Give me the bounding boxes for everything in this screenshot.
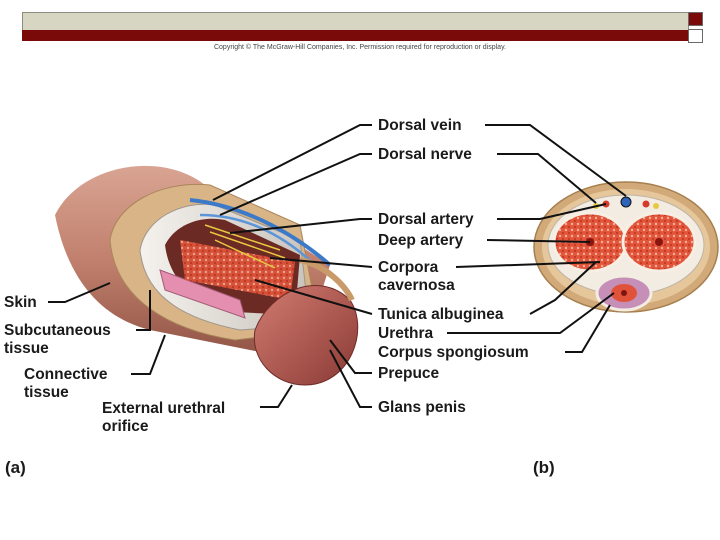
- corner-square-top: [688, 12, 703, 26]
- cross-section-illustration: [533, 181, 719, 313]
- glans-shape: [253, 285, 359, 386]
- label-urethra: Urethra: [378, 325, 434, 342]
- label-skin: Skin: [4, 294, 37, 311]
- panel-label-b: (b): [533, 458, 555, 477]
- label-external-line1: External urethral: [102, 400, 225, 417]
- longitudinal-illustration: [55, 165, 359, 386]
- label-glans-penis: Glans penis: [378, 399, 466, 416]
- label-subcutaneous-line1: Subcutaneous: [4, 322, 111, 339]
- label-subcutaneous-line2: tissue: [4, 340, 49, 357]
- dorsal-nerve-dot-right: [653, 203, 659, 209]
- label-tunica-albuginea: Tunica albuginea: [378, 306, 504, 323]
- dorsal-vein-vessel: [189, 198, 332, 267]
- label-dorsal-artery: Dorsal artery: [378, 211, 474, 228]
- label-connective-line1: Connective: [24, 366, 108, 383]
- accent-red-band: [22, 30, 689, 41]
- label-dorsal-nerve: Dorsal nerve: [378, 146, 472, 163]
- label-deep-artery: Deep artery: [378, 232, 464, 249]
- panel-label-a: (a): [5, 458, 26, 477]
- labels: Dorsal vein Dorsal nerve Dorsal artery D…: [4, 117, 555, 477]
- label-connective-line2: tissue: [24, 384, 69, 401]
- label-prepuce: Prepuce: [378, 365, 440, 382]
- spongiosum-tube: [159, 269, 246, 319]
- label-corpora-line2: cavernosa: [378, 277, 455, 294]
- label-dorsal-vein: Dorsal vein: [378, 117, 462, 134]
- corner-square-bottom: [688, 29, 703, 43]
- cavernosa-strands: [180, 240, 295, 300]
- label-corpus-spongiosum: Corpus spongiosum: [378, 344, 529, 361]
- deep-artery-right: [655, 238, 663, 246]
- copyright-notice: Copyright © The McGraw-Hill Companies, I…: [213, 44, 506, 51]
- dorsal-vein-dot: [620, 196, 632, 208]
- dorsal-artery-dot-right: [642, 200, 650, 208]
- urethra-center: [621, 290, 627, 296]
- leader-lines: [48, 124, 627, 408]
- label-external-line2: orifice: [102, 418, 149, 435]
- label-corpora-line1: Corpora: [378, 259, 439, 276]
- dorsal-nerve-fibers: [204, 224, 286, 269]
